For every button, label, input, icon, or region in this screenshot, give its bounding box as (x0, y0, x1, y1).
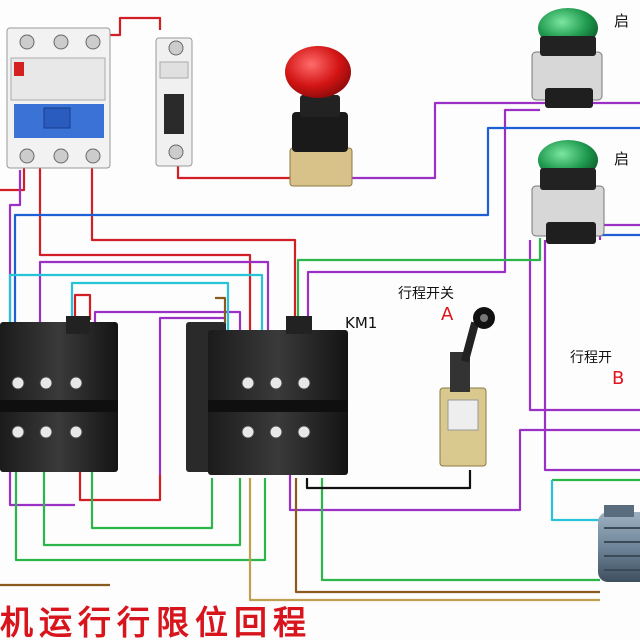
start-button-top-label: 启 (614, 12, 630, 30)
wire-purple (38, 260, 270, 330)
limit-switch-a-letter: A (441, 304, 454, 325)
wire-purple (158, 316, 225, 475)
wire-purple (93, 310, 242, 330)
wire-black (305, 470, 472, 490)
diagram-title: 机运行行限位回程 (0, 603, 312, 640)
wire-green (90, 470, 214, 530)
wires (0, 16, 640, 602)
wire-red (73, 293, 92, 320)
contactor-km2 (0, 316, 118, 472)
wire-purple (350, 101, 640, 180)
wire-purple (306, 108, 540, 330)
wire-purple (528, 240, 640, 412)
wire-purple (598, 223, 640, 240)
wire-red (38, 165, 252, 330)
single-pole-breaker (155, 37, 193, 167)
limit-switch-b-title: 行程开 (570, 350, 612, 366)
wire-green (320, 478, 600, 582)
wire-purple (8, 170, 22, 330)
wire-red (0, 160, 26, 192)
limit-switch-a-title: 行程开关 (398, 286, 454, 302)
km1-label: KM1 (345, 314, 378, 332)
limit-switch-a (439, 307, 495, 467)
limit-switch-b-letter: B (612, 368, 625, 389)
wire-red (78, 470, 162, 502)
wire-brown (294, 478, 600, 594)
wire-olive (248, 478, 600, 602)
wire-green (42, 470, 242, 547)
wire-green (296, 238, 542, 330)
emergency-stop-button (285, 46, 353, 187)
wire-purple (288, 428, 640, 512)
wire-cyan (8, 273, 264, 330)
wire-purple (8, 460, 75, 507)
wire-red (90, 165, 297, 330)
wire-brown (215, 296, 227, 330)
start-button-top (531, 8, 603, 108)
start-button-bottom-label: 启 (614, 150, 630, 168)
start-button-bottom (531, 140, 605, 244)
three-pole-breaker (6, 27, 111, 169)
wire-red (176, 160, 292, 180)
motor (598, 505, 640, 582)
contactor-km1 (186, 316, 348, 475)
wire-cyan (70, 281, 230, 330)
wire-purple (543, 240, 640, 472)
wire-blue (13, 126, 640, 330)
wire-green (14, 470, 267, 562)
